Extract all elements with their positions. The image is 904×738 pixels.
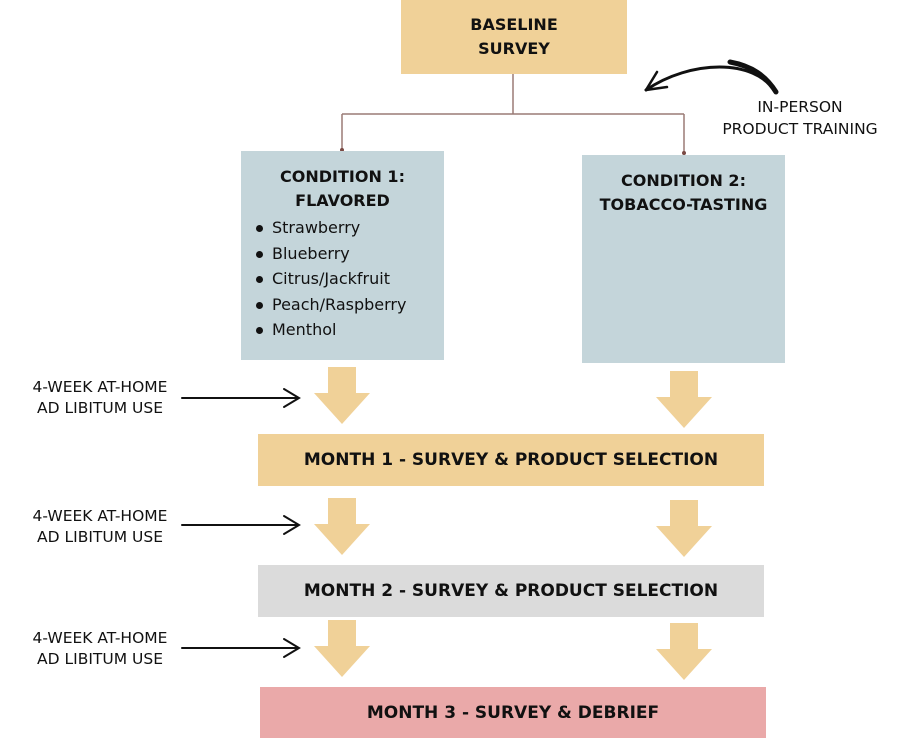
flow-arrow-c1-1	[314, 367, 370, 424]
pointer-arrow-2	[181, 515, 301, 535]
baseline-line1: BASELINE	[470, 15, 558, 34]
flow-arrow-c2-2	[656, 500, 712, 557]
connector-dot-right	[682, 151, 686, 155]
month-1-label: MONTH 1 - SURVEY & PRODUCT SELECTION	[303, 450, 719, 470]
condition-1-title-line2: FLAVORED	[295, 191, 390, 210]
use-period-3-line1: 4-WEEK AT-HOME	[32, 629, 168, 647]
condition-1-title-line1: CONDITION 1:	[280, 167, 405, 186]
flavor-item: Citrus/Jackfruit	[255, 266, 406, 292]
use-period-2-line1: 4-WEEK AT-HOME	[32, 507, 168, 525]
training-arrow	[644, 59, 779, 95]
use-period-label-2: 4-WEEK AT-HOME AD LIBITUM USE	[20, 506, 180, 548]
month-3-label: MONTH 3 - SURVEY & DEBRIEF	[366, 702, 660, 723]
month-2-band: MONTH 2 - SURVEY & PRODUCT SELECTION	[258, 565, 764, 617]
use-period-1-line2: AD LIBITUM USE	[37, 399, 163, 417]
baseline-survey-box: BASELINE SURVEY	[401, 0, 627, 74]
use-period-2-line2: AD LIBITUM USE	[37, 528, 163, 546]
use-period-label-3: 4-WEEK AT-HOME AD LIBITUM USE	[20, 628, 180, 670]
month-1-band: MONTH 1 - SURVEY & PRODUCT SELECTION	[258, 434, 764, 486]
condition-1-box: CONDITION 1: FLAVORED Strawberry Blueber…	[241, 151, 444, 360]
use-period-3-line2: AD LIBITUM USE	[37, 650, 163, 668]
branch-connector	[341, 74, 685, 155]
flow-arrow-c1-3	[314, 620, 370, 677]
flavor-list: Strawberry Blueberry Citrus/Jackfruit Pe…	[255, 215, 406, 343]
baseline-line2: SURVEY	[478, 39, 550, 58]
condition-2-title-line1: CONDITION 2:	[621, 171, 746, 190]
condition-2-box: CONDITION 2: TOBACCO-TASTING	[582, 155, 785, 363]
use-period-1-line1: 4-WEEK AT-HOME	[32, 378, 168, 396]
condition-2-title-line2: TOBACCO-TASTING	[599, 195, 768, 214]
flow-arrow-c1-2	[314, 498, 370, 555]
pointer-arrow-1	[181, 388, 301, 408]
training-line2: PRODUCT TRAINING	[722, 120, 878, 138]
use-period-label-1: 4-WEEK AT-HOME AD LIBITUM USE	[20, 377, 180, 419]
flavor-item: Menthol	[255, 317, 406, 343]
month-3-band: MONTH 3 - SURVEY & DEBRIEF	[260, 687, 766, 738]
month-2-label: MONTH 2 - SURVEY & PRODUCT SELECTION	[303, 581, 719, 601]
flow-arrow-c2-3	[656, 623, 712, 680]
flavor-item: Peach/Raspberry	[255, 292, 406, 318]
flavor-item: Blueberry	[255, 241, 406, 267]
training-line1: IN-PERSON	[757, 98, 843, 116]
flow-arrow-c2-1	[656, 371, 712, 428]
flavor-item: Strawberry	[255, 215, 406, 241]
pointer-arrow-3	[181, 638, 301, 658]
training-note: IN-PERSON PRODUCT TRAINING	[700, 96, 900, 140]
